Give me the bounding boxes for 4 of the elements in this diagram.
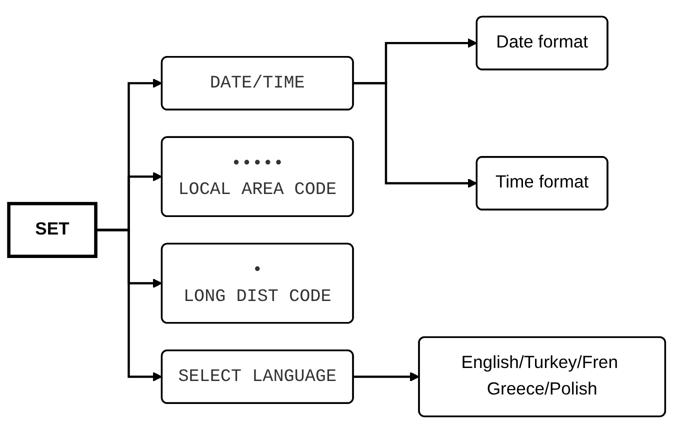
arrow [353,82,478,188]
arrow [96,228,162,382]
arrow [353,372,420,382]
node-box: SET [7,202,98,258]
